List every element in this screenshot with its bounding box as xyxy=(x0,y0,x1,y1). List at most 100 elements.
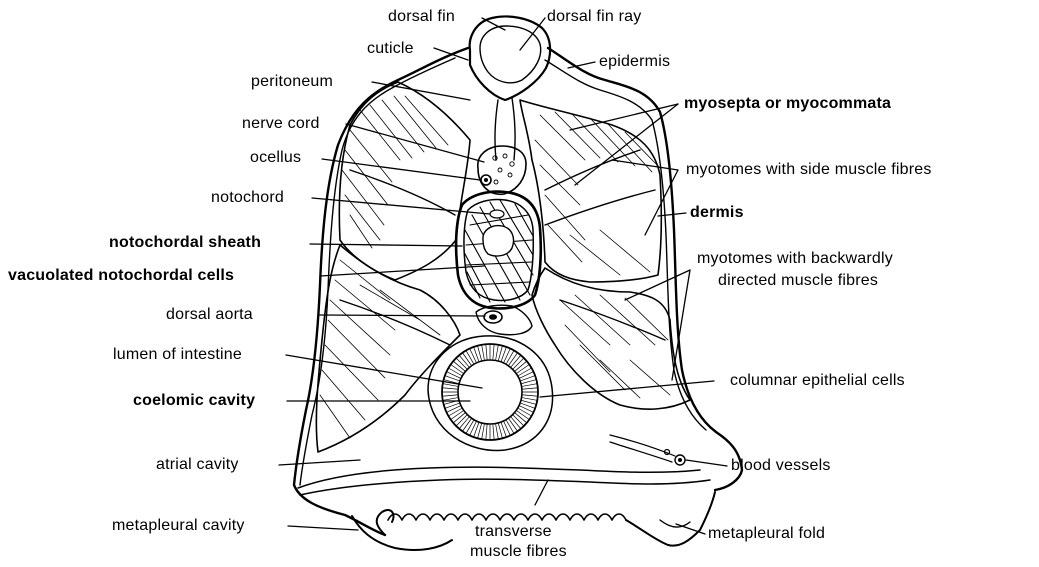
epithelial-cell-stroke xyxy=(463,354,471,366)
leader-blood-vessels xyxy=(686,460,727,466)
label-myosepta: myosepta or myocommata xyxy=(684,95,891,113)
epithelial-cell-stroke xyxy=(509,419,517,431)
epithelial-cell-stroke xyxy=(449,409,461,416)
label-transverse-1: transverse xyxy=(475,523,552,541)
label-myotomes-side: myotomes with side muscle fibres xyxy=(686,161,932,179)
ocellus-pigment xyxy=(484,178,488,182)
label-metapleural-cavity: metapleural cavity xyxy=(112,517,245,535)
label-notochordal-sheath: notochordal sheath xyxy=(109,234,261,252)
epithelial-cell-stroke xyxy=(523,384,537,387)
leader-lumen-intestine xyxy=(286,355,482,388)
leader-ocellus xyxy=(322,159,480,180)
epithelial-cell-stroke xyxy=(478,347,482,361)
label-columnar-epithelial: columnar epithelial cells xyxy=(730,372,905,390)
label-vacuolated-cells: vacuolated notochordal cells xyxy=(8,267,234,285)
epithelial-cell-stroke xyxy=(467,351,474,363)
epithelial-cell-stroke xyxy=(515,413,526,422)
label-cuticle: cuticle xyxy=(367,40,414,58)
epithelial-cell-stroke xyxy=(507,351,514,363)
epithelial-cell-stroke xyxy=(522,380,536,384)
label-notochord: notochord xyxy=(211,189,284,207)
epithelial-cell-stroke xyxy=(515,362,526,371)
epithelial-cell-stroke xyxy=(454,413,465,422)
transverse-muscle-wavy xyxy=(388,514,626,520)
epithelial-cell-stroke xyxy=(457,359,467,369)
label-myotomes-backward-2: directed muscle fibres xyxy=(718,272,878,290)
epithelial-cell-stroke xyxy=(467,421,474,433)
epithelial-cell-stroke xyxy=(509,354,517,366)
leader-vacuolated-cells xyxy=(320,266,484,276)
label-ocellus: ocellus xyxy=(250,149,301,167)
leader-dorsal-aorta xyxy=(320,315,485,316)
label-transverse-2: muscle fibres xyxy=(470,543,567,561)
epithelial-cell-stroke xyxy=(454,362,465,371)
leader-metapleural-cavity xyxy=(288,526,358,530)
label-dermis: dermis xyxy=(690,204,744,222)
median-dorsal-septum xyxy=(495,98,515,160)
epithelial-cell-stroke xyxy=(519,409,531,416)
epithelial-cell-stroke xyxy=(496,346,499,360)
label-blood-vessels: blood vessels xyxy=(731,457,831,475)
label-lumen-of-intestine: lumen of intestine xyxy=(113,346,242,364)
body-outline-right xyxy=(548,48,742,490)
epithelial-cell-stroke xyxy=(449,369,461,376)
myotomes xyxy=(316,82,690,452)
vacuolated-cell-large xyxy=(483,226,514,256)
epithelial-cell-stroke xyxy=(496,425,499,439)
epithelial-cell-stroke xyxy=(443,395,457,396)
label-peritoneum: peritoneum xyxy=(251,73,333,91)
epithelial-cell-stroke xyxy=(486,425,487,439)
atrial-floor-upper xyxy=(298,467,700,488)
epithelial-cell-stroke xyxy=(499,424,503,438)
epithelial-cell-stroke xyxy=(460,356,469,367)
leader-lines xyxy=(279,18,727,534)
epithelial-cell-stroke xyxy=(460,417,469,428)
epithelial-cell-stroke xyxy=(511,356,520,367)
intestine-lumen xyxy=(458,360,522,424)
metapleural-fold-left xyxy=(352,510,452,550)
label-dorsal-aorta: dorsal aorta xyxy=(166,306,253,324)
epithelial-cell-stroke xyxy=(457,415,467,425)
epithelial-cell-stroke xyxy=(482,346,485,360)
metapleural-fold-right-inner xyxy=(660,520,690,527)
epithelial-cell-stroke xyxy=(517,411,529,419)
vacuolated-cell-top xyxy=(490,210,504,218)
atrial-floor-lower xyxy=(300,479,710,495)
epithelial-cell-stroke xyxy=(486,345,487,359)
epithelial-cell-stroke xyxy=(444,398,458,401)
leader-atrial-cavity xyxy=(279,460,360,465)
epithelial-cell-stroke xyxy=(493,425,494,439)
epithelial-cell-stroke xyxy=(519,369,531,376)
label-dorsal-fin-ray: dorsal fin ray xyxy=(547,8,641,26)
epithelial-cell-stroke xyxy=(452,411,464,419)
leader-transverse xyxy=(535,480,548,505)
leader-notochordal-sheath xyxy=(310,244,462,246)
epithelial-cell-stroke xyxy=(517,365,529,373)
columnar-epithelium-hatch xyxy=(443,345,537,439)
epithelial-cell-stroke xyxy=(478,424,482,438)
metapleural-fold-right xyxy=(626,492,715,546)
epithelial-cell-stroke xyxy=(523,398,537,401)
epithelial-cell-stroke xyxy=(499,347,503,361)
blood-vessel-channel xyxy=(610,435,675,462)
blood-vessel-right-core xyxy=(678,458,682,462)
label-epidermis: epidermis xyxy=(599,53,670,71)
epithelial-cell-stroke xyxy=(522,401,536,405)
epithelial-cell-stroke xyxy=(513,359,523,369)
epithelial-cell-stroke xyxy=(443,388,457,389)
epithelial-cell-stroke xyxy=(523,388,537,389)
leader-nerve-cord xyxy=(346,124,484,162)
epithelial-cell-stroke xyxy=(507,421,514,433)
epithelial-cell-stroke xyxy=(493,345,494,359)
label-atrial-cavity: atrial cavity xyxy=(156,456,239,474)
label-nerve-cord: nerve cord xyxy=(242,115,320,133)
epithelial-cell-stroke xyxy=(463,419,471,431)
epithelial-cell-stroke xyxy=(513,415,523,425)
dorsal-aorta-lumen xyxy=(489,314,497,320)
epithelial-cell-stroke xyxy=(452,365,464,373)
label-myotomes-backward-1: myotomes with backwardly xyxy=(697,250,893,268)
epithelial-cell-stroke xyxy=(511,417,520,428)
label-coelomic-cavity: coelomic cavity xyxy=(133,392,255,410)
epithelial-cell-stroke xyxy=(482,425,485,439)
